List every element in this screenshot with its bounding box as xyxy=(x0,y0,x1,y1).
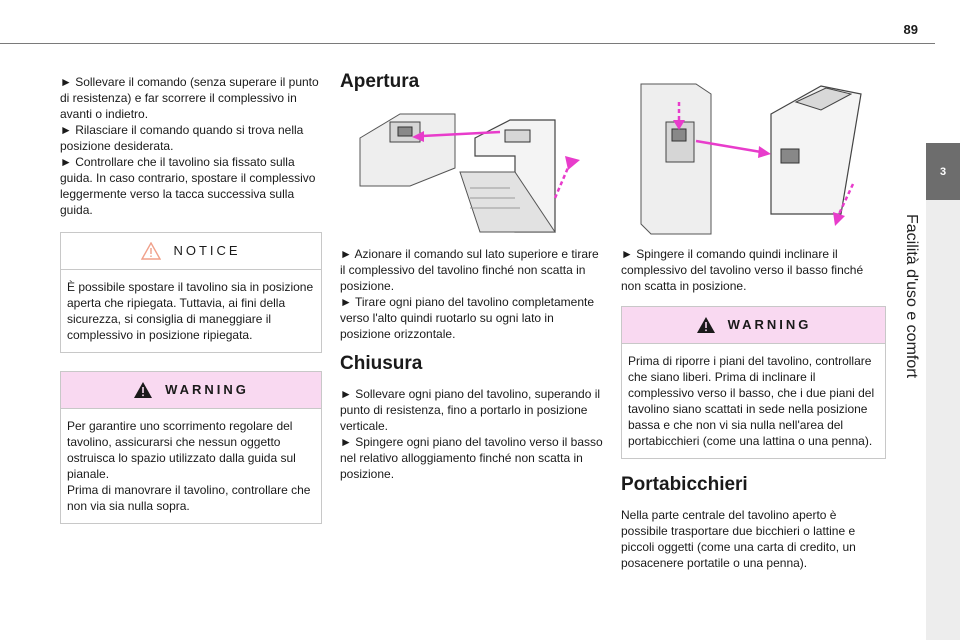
table-tilt-illustration xyxy=(621,74,876,236)
warning-text: Prima di riporre i piani del tavolino, c… xyxy=(628,354,875,448)
page-number: 89 xyxy=(903,22,918,37)
instruction-line: ► Sollevare il comando (senza superare i… xyxy=(60,75,319,121)
paragraph: Nella parte centrale del tavolino aperto… xyxy=(621,508,856,570)
chapter-title: Facilità d'uso e comfort xyxy=(903,214,920,379)
instruction-line: ► Spingere il comando quindi inclinare i… xyxy=(621,247,864,293)
instruction-line: ► Azionare il comando sul lato superiore… xyxy=(340,247,599,293)
section-heading-apertura: Apertura xyxy=(340,71,420,92)
instruction-line: ► Controllare che il tavolino sia fissat… xyxy=(60,155,316,217)
instruction-line: ► Sollevare ogni piano del tavolino, sup… xyxy=(340,387,601,433)
instruction-line: ► Rilasciare il comando quando si trova … xyxy=(60,123,304,153)
warning-title: WARNING xyxy=(727,317,812,332)
warning-triangle-icon xyxy=(141,242,162,260)
section-heading-chiusura: Chiusura xyxy=(340,353,423,374)
notice-box: NOTICE È possibile spostare il tavolino … xyxy=(60,232,322,353)
table-open-illustration xyxy=(340,108,595,236)
warning-header: WARNING xyxy=(61,372,321,409)
chapter-tab[interactable]: 3 xyxy=(926,143,960,200)
warning-triangle-icon xyxy=(696,317,715,333)
column-middle: Apertura ► Azionare il comando sul lato … xyxy=(340,71,603,482)
instruction-line: ► Tirare ogni piano del tavolino complet… xyxy=(340,295,595,341)
instruction-line: ► Spingere ogni piano del tavolino verso… xyxy=(340,435,603,481)
header-rule xyxy=(0,43,935,44)
warning-header: WARNING xyxy=(622,307,885,344)
notice-text: È possibile spostare il tavolino sia in … xyxy=(67,280,314,342)
section-heading-portabicchieri: Portabicchieri xyxy=(621,474,748,495)
column-left: ► Sollevare il comando (senza superare i… xyxy=(60,74,322,524)
warning-title: WARNING xyxy=(165,382,249,397)
notice-title: NOTICE xyxy=(173,243,241,258)
notice-header: NOTICE xyxy=(61,233,321,270)
warning-text: Per garantire uno scorrimento regolare d… xyxy=(67,419,311,513)
warning-box: WARNING Prima di riporre i piani del tav… xyxy=(621,306,886,459)
column-right: ► Spingere il comando quindi inclinare i… xyxy=(621,74,886,571)
side-band xyxy=(926,200,960,640)
warning-box: WARNING Per garantire uno scorrimento re… xyxy=(60,371,322,524)
warning-triangle-icon xyxy=(134,382,153,398)
